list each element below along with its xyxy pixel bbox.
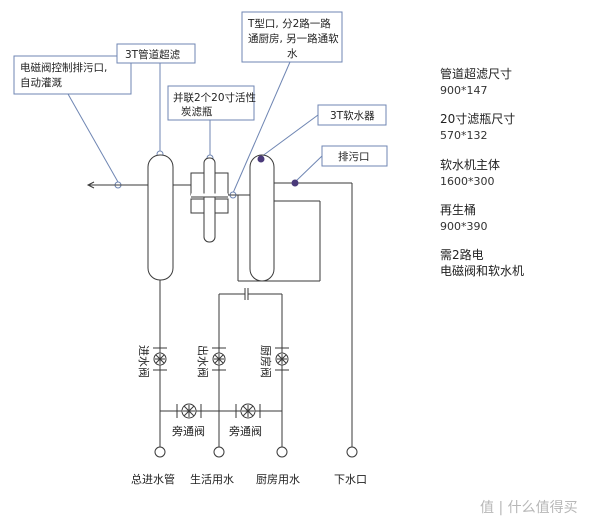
label-domestic: 生活用水	[190, 472, 234, 486]
callout-pipe-filter: 3T管道超滤	[116, 43, 196, 158]
valve-icon	[183, 405, 195, 417]
valve-bypass-left-label: 旁通阀	[172, 424, 205, 438]
valve-bypass-right[interactable]	[235, 403, 261, 419]
valve-kitchen-label: 厨房阀	[259, 345, 273, 378]
valve-icon	[214, 354, 224, 364]
terminal-main-inlet	[154, 446, 166, 458]
softener-tank	[249, 154, 275, 282]
carbon-filter-bottle	[203, 157, 216, 243]
spec-value: 900*390	[440, 220, 488, 233]
callout-carbon-line2: 炭滤瓶	[181, 105, 213, 118]
valve-kitchen[interactable]	[275, 347, 289, 371]
callout-t-port-line1: T型口, 分2路一路	[247, 17, 331, 30]
callout-solenoid-line1: 电磁阀控制排污口,	[20, 61, 107, 74]
pipe-filter-tank	[147, 154, 174, 281]
label-main-inlet: 总进水管	[131, 472, 175, 486]
spec-title: 20寸滤瓶尺寸	[440, 112, 515, 126]
valve-inlet-label: 进水阀	[137, 345, 151, 378]
callout-solenoid-line2: 自动灌溉	[20, 76, 62, 89]
valve-outlet-label: 出水阀	[196, 345, 210, 378]
valve-outlet[interactable]	[212, 347, 226, 371]
callout-drain-port-text: 排污口	[338, 150, 370, 163]
softener-node	[257, 155, 265, 163]
valve-bypass-right-label: 旁通阀	[229, 424, 262, 438]
callout-solenoid: 电磁阀控制排污口, 自动灌溉	[13, 55, 132, 189]
spec-title: 软水机主体	[440, 158, 500, 172]
spec-value: 1600*300	[440, 175, 495, 188]
terminal-drain	[346, 446, 358, 458]
carbon-filter-group	[190, 157, 229, 243]
terminal-domestic	[213, 446, 225, 458]
terminal-kitchen	[276, 446, 288, 458]
specs-panel: 管道超滤尺寸 900*147 20寸滤瓶尺寸 570*132 软水机主体 160…	[440, 66, 524, 278]
callout-carbon: 并联2个20寸活性 炭滤瓶	[167, 85, 256, 162]
watermark: 值 | 什么值得买	[480, 499, 578, 516]
callout-t-port: T型口, 分2路一路 通厨房, 另一路通软 水	[229, 11, 343, 199]
spec-value: 900*147	[440, 84, 488, 97]
spec-title: 再生桶	[440, 202, 476, 217]
callout-pipe-filter-text: 3T管道超滤	[125, 48, 181, 61]
callout-carbon-line1: 并联2个20寸活性	[173, 91, 256, 104]
callout-softener-text: 3T软水器	[330, 109, 375, 122]
valve-icon	[277, 354, 287, 364]
callout-drain-port: 排污口	[294, 145, 388, 183]
spec-value: 570*132	[440, 129, 488, 142]
label-kitchen: 厨房用水	[256, 473, 300, 486]
callout-t-port-line2: 通厨房, 另一路通软	[248, 32, 339, 45]
valve-icon	[155, 354, 165, 364]
spec-title: 需2路电	[440, 247, 484, 262]
label-drain: 下水口	[334, 473, 367, 486]
callout-softener: 3T软水器	[260, 104, 387, 158]
discharge-arrow-icon	[86, 181, 95, 189]
piping	[86, 181, 353, 447]
callout-t-port-line3: 水	[287, 48, 298, 60]
valve-icon	[242, 405, 254, 417]
valve-inlet[interactable]	[153, 347, 167, 371]
spec-value: 电磁阀和软水机	[440, 263, 524, 278]
spec-title: 管道超滤尺寸	[440, 66, 512, 81]
drain-node	[291, 179, 299, 187]
valve-bypass-left[interactable]	[176, 403, 202, 419]
